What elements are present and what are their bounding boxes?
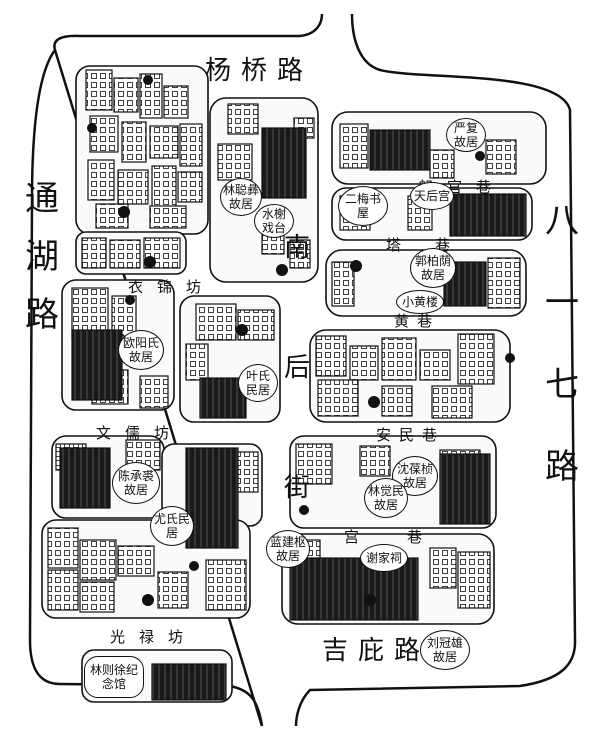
landmark-lin-cong-yi[interactable]: 林聪彝故居 [220,178,262,216]
lane-label-guanglu: 光禄坊 [110,628,198,646]
road-label-north: 杨桥路 [205,56,314,86]
landmark-you-shi[interactable]: 尤氏民居 [150,506,194,546]
road-label-middle: 南后街 [283,233,310,503]
landmark-shui-xie[interactable]: 水榭戏台 [254,204,294,238]
lane-label-anmin: 安民巷 [376,426,446,444]
landmark-lin-jue-min[interactable]: 林觉民故居 [364,478,408,518]
landmark-lan-jian-shu[interactable]: 蓝建枢故居 [266,530,310,568]
lane-label-yijin: 衣锦坊 [128,278,216,296]
district-boundary [28,13,577,727]
landmark-chen-cheng-qiu[interactable]: 陈承裘故居 [112,462,160,504]
landmark-yan-fu[interactable]: 严复故居 [446,118,486,152]
lane-label-huang: 黄巷 [394,312,441,330]
landmark-er-mei[interactable]: 二梅书屋 [338,186,388,226]
trees [87,75,515,606]
landmark-yan-ci[interactable]: 谢家祠 [360,544,408,572]
landmark-ye-shi[interactable]: 叶氏民居 [238,364,278,402]
landmark-guo-bo-yin[interactable]: 郭柏荫故居 [410,248,456,288]
lane-label-wenru: 文儒坊 [96,424,184,442]
road-label-south: 吉庇路 [322,636,431,666]
road-label-west: 通湖路 [25,179,59,335]
landmark-xiao-huang-lou[interactable]: 小黄楼 [396,290,444,314]
road-label-east: 八一七路 [545,201,579,487]
landmark-lin-ze-xu[interactable]: 林则徐纪念馆 [84,656,144,698]
landmark-shen-bao-zhen[interactable]: 沈葆桢故居 [392,456,438,496]
lane-label-gong: 宫巷 [344,528,471,546]
landmark-liu-guan-xiong[interactable]: 刘冠雄故居 [420,630,470,670]
landmark-tian-hou[interactable]: 天后宫 [410,182,454,210]
landmark-ouyang[interactable]: 欧阳氏故居 [118,330,164,370]
